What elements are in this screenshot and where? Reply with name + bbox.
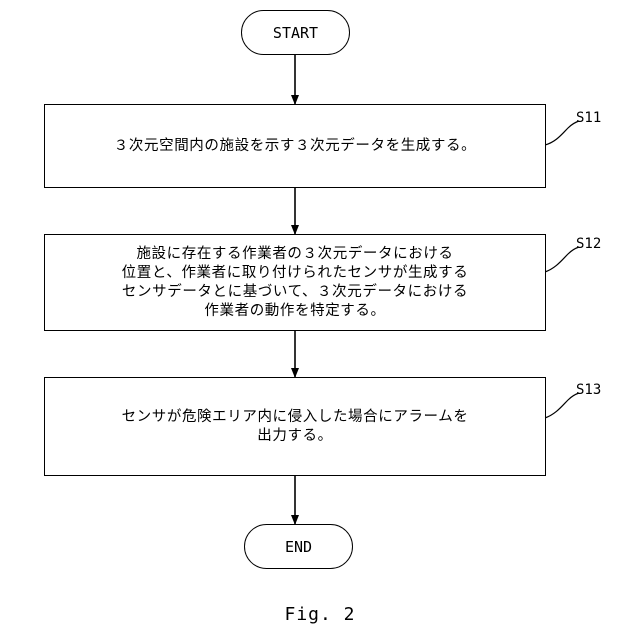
start-label: START [273, 24, 318, 42]
end-label: END [285, 538, 312, 556]
step-text-line: 位置と、作業者に取り付けられたセンサが生成する [122, 264, 469, 283]
end-terminal: END [244, 524, 353, 569]
step-text-line: センサが危険エリア内に侵入した場合にアラームを [122, 408, 469, 427]
step-text-line: ３次元空間内の施設を示す３次元データを生成する。 [114, 137, 476, 156]
step-text-line: センサデータとに基づいて、３次元データにおける [122, 283, 468, 302]
figure-caption: Fig. 2 [0, 604, 640, 625]
leader-s13 [545, 393, 579, 418]
step-box-s12: 施設に存在する作業者の３次元データにおける 位置と、作業者に取り付けられたセンサ… [44, 234, 546, 331]
step-text-line: 施設に存在する作業者の３次元データにおける [136, 245, 453, 264]
step-id-s13: S13 [576, 382, 601, 398]
step-id-s12: S12 [576, 236, 601, 252]
start-terminal: START [241, 10, 350, 55]
step-box-s13: センサが危険エリア内に侵入した場合にアラームを 出力する。 [44, 377, 546, 476]
step-text-line: 作業者の動作を特定する。 [204, 302, 385, 321]
leader-s12 [545, 247, 579, 272]
step-text-line: 出力する。 [257, 427, 333, 446]
step-id-s11: S11 [576, 110, 601, 126]
leader-s11 [545, 121, 579, 145]
step-box-s11: ３次元空間内の施設を示す３次元データを生成する。 [44, 104, 546, 188]
